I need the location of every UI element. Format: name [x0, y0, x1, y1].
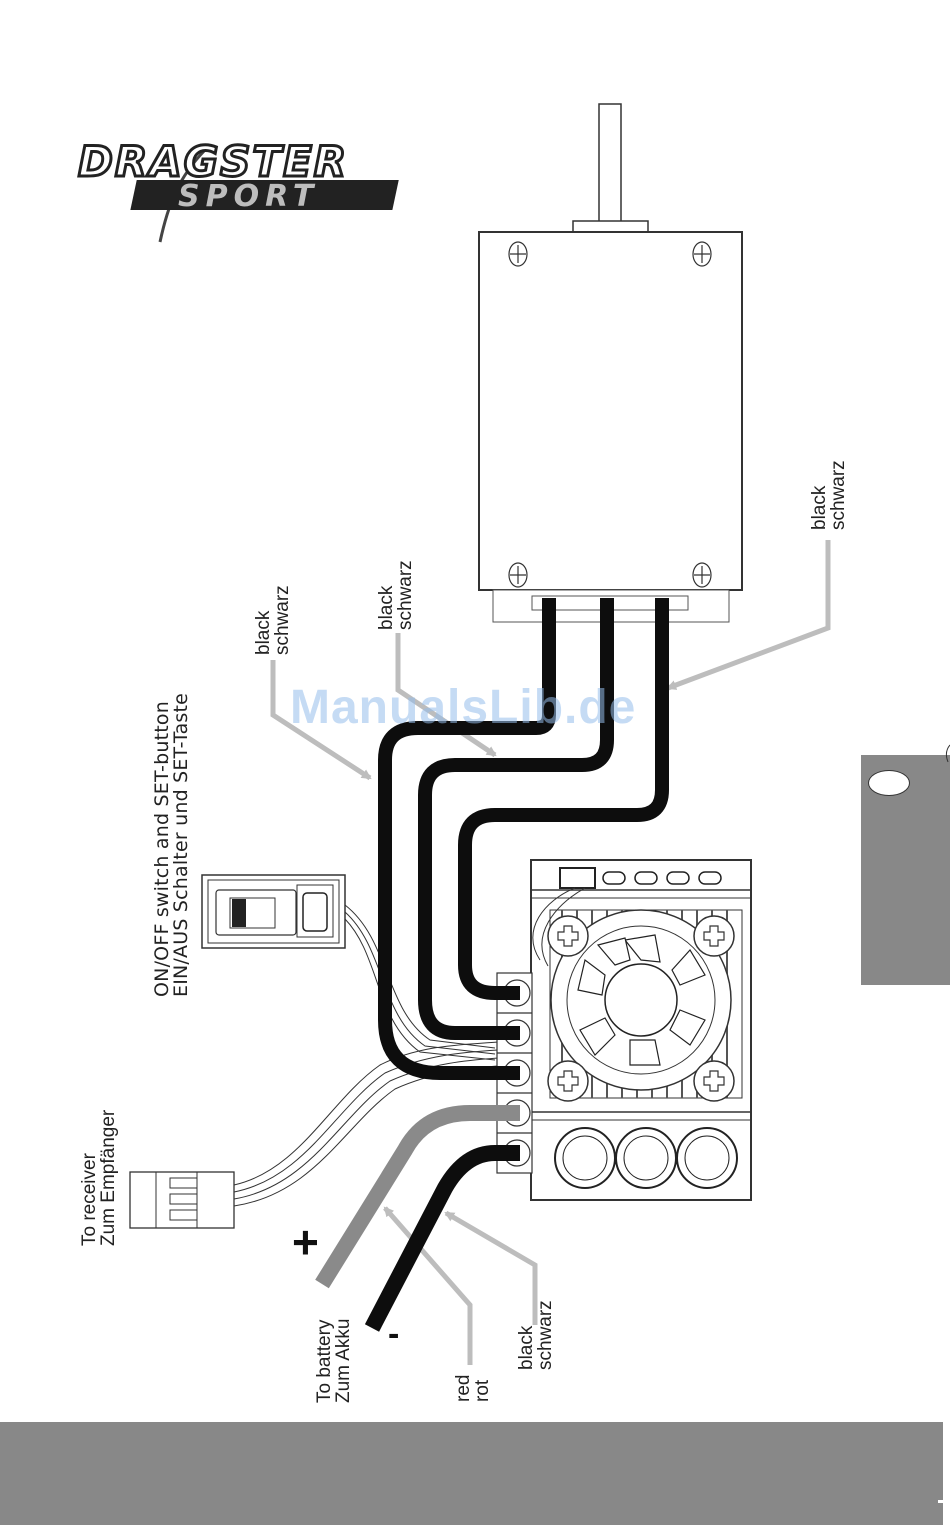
- label-battery-black: black schwarz: [517, 1300, 555, 1370]
- label-motor-wire-3: black schwarz: [810, 460, 848, 530]
- label-en: To battery: [315, 1319, 334, 1403]
- dragster-sport-logo: DRAGSTER SPORT: [78, 137, 399, 242]
- motor-can: [479, 232, 742, 590]
- crop-mark: [938, 1500, 950, 1503]
- label-de: Zum Empfänger: [99, 1110, 118, 1246]
- label-en: black: [254, 585, 273, 655]
- label-battery: To battery Zum Akku: [315, 1319, 353, 1403]
- label-en: To receiver: [80, 1110, 99, 1246]
- motor: [479, 104, 742, 622]
- watermark: ManualsLib.de: [290, 680, 636, 735]
- label-motor-wire-2: black schwarz: [377, 560, 415, 630]
- motor-shaft: [599, 104, 621, 222]
- label-de: Zum Akku: [334, 1319, 353, 1403]
- label-battery-red: red rot: [454, 1375, 492, 1402]
- plus-sign: +: [292, 1216, 319, 1268]
- label-receiver: To receiver Zum Empfänger: [80, 1110, 118, 1246]
- label-en: red: [454, 1375, 473, 1402]
- minus-sign: -: [388, 1315, 399, 1353]
- label-de: EIN/AUS Schalter und SET-Taste: [172, 693, 191, 997]
- page-edge-mark: [946, 745, 950, 762]
- label-de: schwarz: [396, 560, 415, 630]
- logo-line2: SPORT: [178, 179, 319, 214]
- label-de: schwarz: [536, 1300, 555, 1370]
- label-en: black: [377, 560, 396, 630]
- label-de: schwarz: [273, 585, 292, 655]
- capacitors: [555, 1128, 737, 1188]
- battery-wire-red: [322, 1113, 520, 1284]
- label-en: black: [517, 1300, 536, 1370]
- esc-speed-controller: [497, 860, 751, 1200]
- label-de: rot: [473, 1375, 492, 1402]
- cooling-fan: [548, 910, 734, 1101]
- label-motor-wire-1: black schwarz: [254, 585, 292, 655]
- label-de: schwarz: [829, 460, 848, 530]
- label-switch: ON/OFF switch and SET-button EIN/AUS Sch…: [153, 693, 191, 997]
- label-en: black: [810, 460, 829, 530]
